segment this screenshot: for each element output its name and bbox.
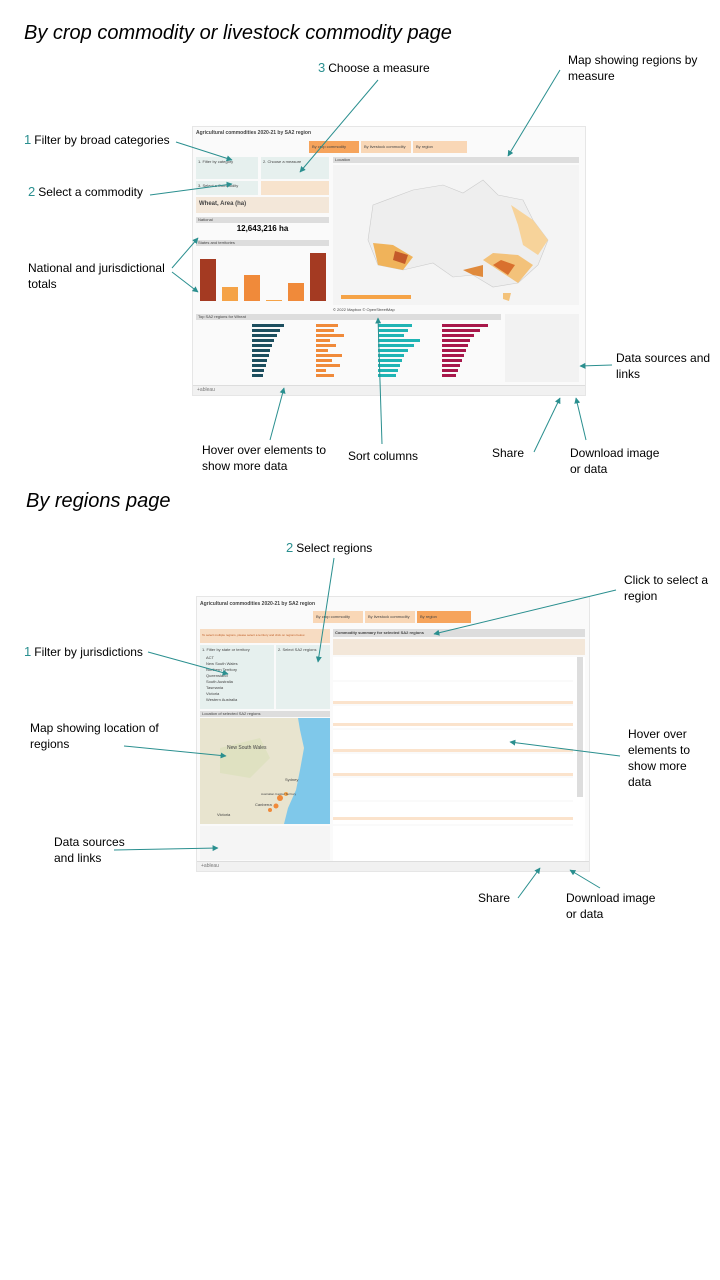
- map-credit: © 2022 Mapbox © OpenStreetMap: [333, 307, 395, 312]
- top-regions-columns[interactable]: [196, 322, 501, 382]
- note-hover: Hover over elements to show more data: [202, 443, 327, 473]
- instruction-banner: To select multiple regions, please selec…: [200, 629, 330, 643]
- filter-category-box[interactable]: 1. Filter by category: [196, 157, 258, 179]
- tab-livestock[interactable]: By livestock commodity: [361, 141, 411, 153]
- state-totals-bars[interactable]: [196, 247, 329, 307]
- state-wa[interactable]: Western Australia: [206, 697, 238, 702]
- tab-crop-2[interactable]: By crop commodity: [313, 611, 363, 623]
- note-map-location: Map showing location of regions: [30, 721, 159, 751]
- map-place-vic: Victoria: [217, 812, 231, 817]
- selected-commodity: Wheat, Area (ha): [196, 197, 329, 213]
- note-hover-2: Hover over elements to show more data: [628, 727, 691, 789]
- data-sources-panel[interactable]: [505, 314, 579, 382]
- regions-map[interactable]: [200, 718, 330, 824]
- state-sa[interactable]: South Australia: [206, 679, 233, 684]
- section-heading-regions: By regions page: [26, 490, 171, 512]
- selected-regions-bar[interactable]: [333, 639, 585, 655]
- note-share: Share: [492, 446, 525, 460]
- arrow-share: [533, 397, 561, 453]
- note-download-2: Download image or data: [566, 891, 656, 921]
- tab-livestock-2[interactable]: By livestock commodity: [365, 611, 415, 623]
- note-download: Download image or data: [570, 446, 660, 476]
- select-commodity-box[interactable]: 3. Select a Commodity: [196, 181, 258, 195]
- tab-region-2[interactable]: By region: [417, 611, 471, 623]
- national-total: 12,643,216 ha: [236, 224, 289, 233]
- map-place-sydney: Sydney: [285, 777, 299, 782]
- note-share-2: Share: [478, 891, 511, 905]
- state-vic[interactable]: Victoria: [206, 691, 220, 696]
- summary-table[interactable]: [333, 657, 585, 861]
- measure-note: [261, 181, 329, 195]
- map-label-2: Location of selected SA2 regions: [200, 711, 330, 717]
- note-data-sources-2: Data sources and links: [54, 835, 125, 865]
- choose-measure-box[interactable]: 2. Choose a measure: [261, 157, 329, 179]
- map-place-act: Australian Capital Territory: [261, 792, 297, 796]
- arrow-download-2: [569, 869, 601, 889]
- state-qld[interactable]: Queensland: [206, 673, 228, 678]
- dashboard-title: Agricultural commodities 2020-21 by SA2 …: [196, 130, 312, 136]
- data-sources-2[interactable]: [200, 826, 330, 860]
- note-click-region: Click to select a region: [624, 573, 709, 603]
- tab-crop[interactable]: By crop commodity: [309, 141, 359, 153]
- note-data-sources: Data sources and links: [616, 351, 711, 381]
- arrow-share-2: [517, 867, 541, 899]
- state-tas[interactable]: Tasmania: [206, 685, 224, 690]
- top-regions-label: Top SA2 regions for Wheat: [196, 314, 501, 320]
- map-place-canberra: Canberra: [255, 802, 272, 807]
- summary-header: Commodity summary for selected SA2 regio…: [333, 629, 585, 637]
- national-label: National: [196, 217, 329, 223]
- screenshot-regions-page: Agricultural commodities 2020-21 by SA2 …: [196, 596, 590, 872]
- note-totals: National and jurisdictional totals: [28, 261, 165, 291]
- tableau-toolbar: +ableau: [193, 385, 585, 395]
- state-act[interactable]: ACT: [206, 655, 214, 660]
- arrow-download: [574, 397, 587, 441]
- state-nsw[interactable]: New South Wales: [206, 661, 238, 666]
- select-regions-panel[interactable]: 2. Select SA2 regions: [276, 645, 330, 709]
- map-place-nsw: New South Wales: [227, 745, 267, 751]
- australia-map[interactable]: [333, 165, 579, 305]
- location-label: Location: [333, 157, 579, 163]
- dashboard-title-2: Agricultural commodities 2020-21 by SA2 …: [200, 601, 316, 607]
- tab-region[interactable]: By region: [413, 141, 467, 153]
- filter-state-panel[interactable]: 1. Filter by state or territory ACT New …: [200, 645, 274, 709]
- tableau-toolbar-2: +ableau: [197, 861, 589, 871]
- note-sort: Sort columns: [348, 449, 419, 463]
- states-label: States and territories: [196, 240, 329, 246]
- screenshot-crop-page: Agricultural commodities 2020-21 by SA2 …: [192, 126, 586, 396]
- state-nt[interactable]: Northern Territory: [206, 667, 238, 672]
- note-map-regions: Map showing regions by measure: [568, 53, 698, 83]
- section-heading-crop: By crop commodity or livestock commodity…: [24, 22, 452, 44]
